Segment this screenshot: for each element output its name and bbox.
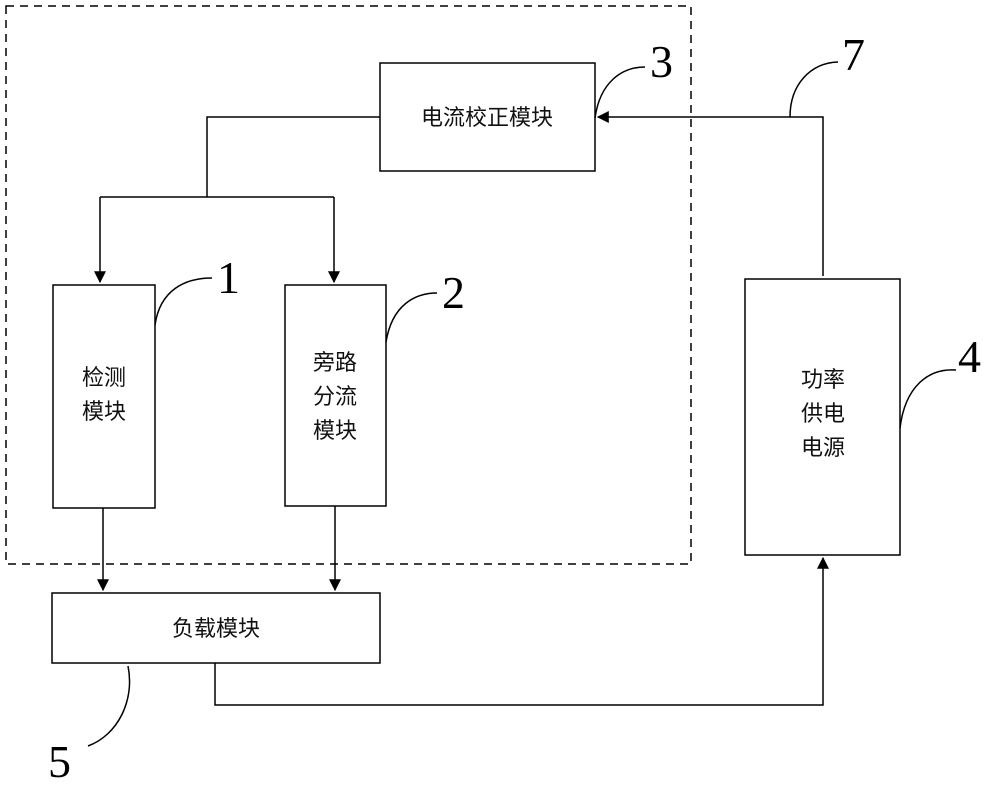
leader-3 bbox=[594, 66, 646, 119]
load-label: 负载模块 bbox=[172, 617, 260, 642]
leader-4 bbox=[899, 369, 957, 429]
load-module bbox=[51, 592, 381, 664]
callout-number-1: 1 bbox=[217, 252, 240, 303]
connector-correction-to-split bbox=[206, 116, 380, 197]
arrow-load-to-power bbox=[214, 556, 829, 706]
bypass-label-line-2: 分流 bbox=[313, 385, 357, 410]
leader-7 bbox=[789, 61, 839, 118]
power-label-line-3: 电源 bbox=[801, 436, 845, 461]
leader-5 bbox=[87, 665, 131, 747]
callout-number-3: 3 bbox=[650, 36, 673, 87]
bypass-shunt-module bbox=[284, 284, 387, 507]
callout-number-4: 4 bbox=[958, 331, 981, 382]
bypass-label-line-1: 旁路 bbox=[313, 351, 357, 376]
callout-number-2: 2 bbox=[442, 267, 465, 318]
current-correction-label: 电流校正模块 bbox=[421, 106, 553, 131]
dashed-boundary bbox=[5, 5, 692, 565]
power-label-line-2: 供电 bbox=[801, 402, 845, 427]
bypass-label-line-3: 模块 bbox=[313, 419, 357, 444]
leader-2 bbox=[385, 292, 438, 343]
callout-number-7: 7 bbox=[842, 29, 865, 80]
power-label-line-1: 功率 bbox=[801, 368, 845, 393]
leader-1 bbox=[154, 277, 213, 326]
detection-label-line-1: 检测 bbox=[82, 366, 126, 391]
callout-number-5: 5 bbox=[48, 736, 71, 787]
power-supply-module bbox=[744, 278, 901, 556]
arrow-power-to-correction bbox=[596, 111, 824, 276]
detection-label-line-2: 模块 bbox=[82, 400, 126, 425]
detection-module bbox=[52, 284, 156, 509]
